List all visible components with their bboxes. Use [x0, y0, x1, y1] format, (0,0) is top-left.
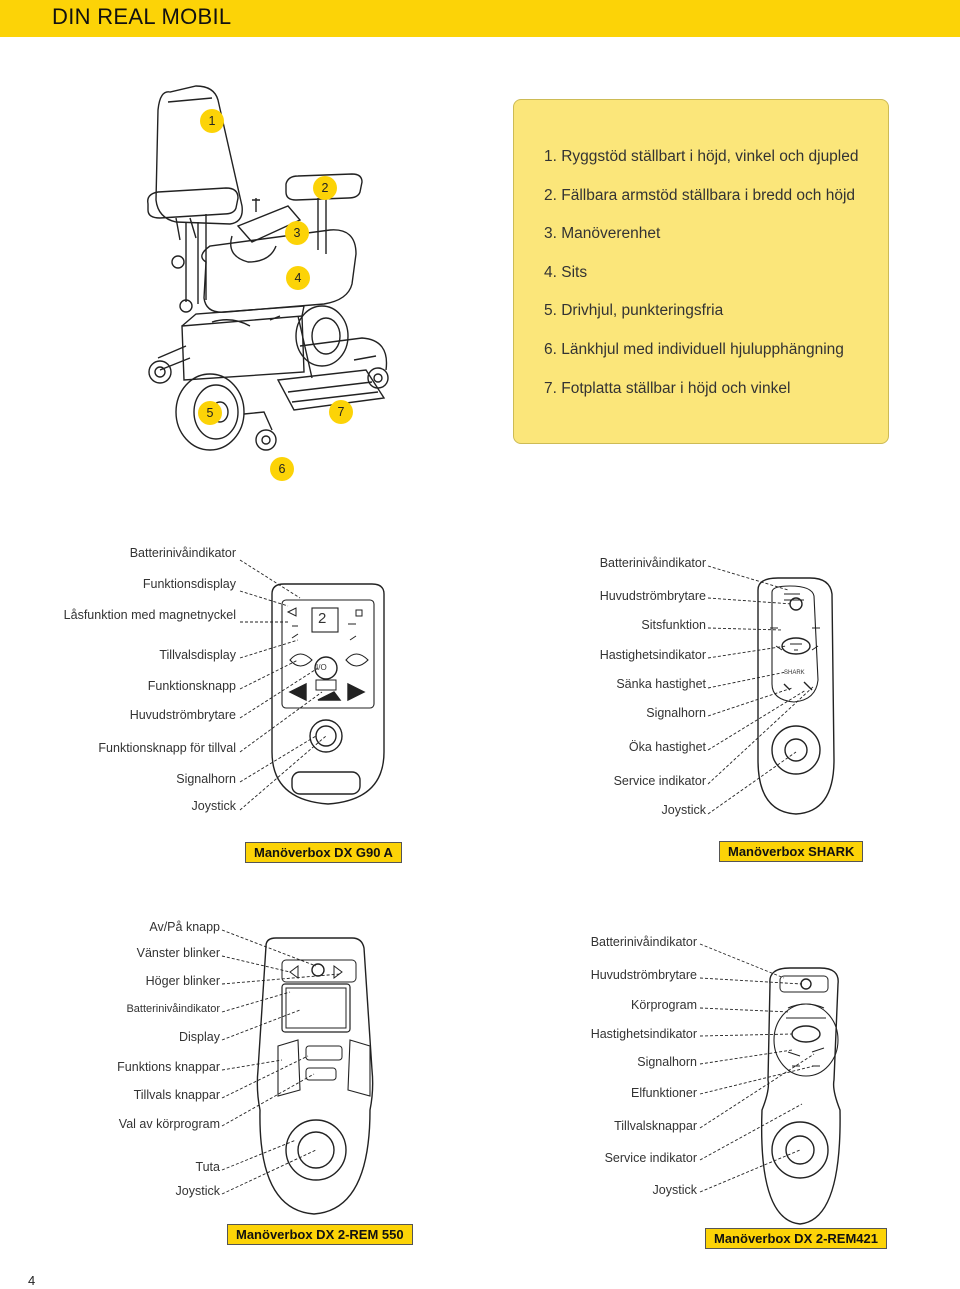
rem550-label: Val av körprogram	[118, 1117, 220, 1131]
shark-label: Signalhorn	[646, 706, 706, 720]
rem550-label: Batterinivåindikator	[126, 1003, 220, 1015]
feature-list: 1. Ryggstöd ställbart i höjd, vinkel och…	[544, 148, 859, 418]
rem550-label: Av/På knapp	[149, 920, 220, 934]
g90-label: Funktionsdisplay	[142, 577, 236, 591]
rem421-label: Elfunktioner	[630, 1086, 697, 1100]
page-number: 4	[28, 1273, 36, 1288]
feature-item: 2. Fällbara armstöd ställbara i bredd oc…	[544, 186, 856, 204]
page-header: DIN REAL MOBIL	[0, 0, 960, 37]
g90-label: Funktionsknapp	[147, 679, 236, 693]
shark-controller-illustration	[757, 577, 835, 815]
callout-3: 3	[285, 221, 309, 245]
feature-list-box: 1. Ryggstöd ställbart i höjd, vinkel och…	[513, 99, 889, 444]
callout-2: 2	[313, 176, 337, 200]
rem421-label: Hastighetsindikator	[590, 1027, 697, 1041]
wheelchair-illustration	[147, 85, 389, 451]
dx-2-rem421-controller-illustration	[760, 967, 841, 1225]
g90-model-tag: Manöverbox DX G90 A	[245, 842, 402, 863]
dx-2-rem-550-controller-illustration	[256, 937, 374, 1215]
g90-label: Huvudströmbrytare	[129, 708, 236, 722]
shark-label: Hastighetsindikator	[599, 648, 706, 662]
feature-item: 1. Ryggstöd ställbart i höjd, vinkel och…	[544, 148, 859, 165]
g90-label: Batterinivåindikator	[129, 546, 236, 560]
g90-label: Signalhorn	[176, 772, 236, 786]
feature-item: 3. Manöverenhet	[544, 225, 661, 243]
rem550-label: Tillvals knappar	[133, 1088, 220, 1102]
shark-label: Sitsfunktion	[641, 618, 706, 632]
callout-5: 5	[198, 401, 222, 425]
rem550-label: Vänster blinker	[136, 946, 220, 960]
leader-lines	[221, 559, 815, 1195]
shark-label: Sänka hastighet	[616, 677, 706, 691]
rem550-label: Funktions knappar	[117, 1060, 220, 1074]
shark-label: Huvudströmbrytare	[599, 589, 706, 603]
feature-item: 4. Sits	[544, 263, 588, 281]
g90-label: Låsfunktion med magnetnyckel	[63, 608, 236, 622]
callout-4: 4	[286, 266, 310, 290]
rem421-label: Joystick	[652, 1183, 697, 1197]
rem550-label: Höger blinker	[145, 974, 220, 988]
g90-label: Funktionsknapp för tillval	[98, 741, 236, 755]
rem421-label: Batterinivåindikator	[590, 935, 697, 949]
callout-6: 6	[270, 457, 294, 481]
rem550-model-tag: Manöverbox DX 2-REM 550	[227, 1224, 413, 1245]
feature-item: 6. Länkhjul med individuell hjulupphängn…	[544, 340, 844, 358]
shark-label: Batterinivåindikator	[599, 556, 706, 570]
g90-power-button-label: I/O	[316, 663, 327, 672]
shark-label: Service indikator	[613, 774, 706, 788]
shark-model-tag: Manöverbox SHARK	[719, 841, 864, 862]
g90-display-digit: 2	[318, 610, 327, 627]
feature-item: 7. Fotplatta ställbar i höjd och vinkel	[544, 379, 791, 397]
rem550-label: Display	[179, 1030, 220, 1044]
callout-1: 1	[200, 109, 224, 133]
page-title: DIN REAL MOBIL	[52, 4, 232, 29]
rem421-label: Körprogram	[631, 998, 697, 1012]
rem421-label: Service indikator	[604, 1151, 697, 1165]
callout-7: 7	[329, 400, 353, 424]
rem421-model-tag: Manöverbox DX 2-REM421	[705, 1228, 887, 1249]
feature-item: 5. Drivhjul, punkteringsfria	[544, 302, 724, 320]
g90-label: Tillvalsdisplay	[159, 648, 236, 662]
dx-g90-controller-illustration	[271, 583, 385, 805]
shark-brand-label: SHARK	[784, 670, 805, 676]
rem421-label: Huvudströmbrytare	[590, 968, 697, 982]
rem421-label: Signalhorn	[637, 1055, 697, 1069]
shark-label: Öka hastighet	[628, 740, 706, 754]
g90-label: Joystick	[191, 799, 236, 813]
rem421-label: Tillvalsknappar	[614, 1119, 697, 1133]
shark-label: Joystick	[661, 803, 706, 817]
rem550-label: Joystick	[175, 1184, 220, 1198]
rem550-label: Tuta	[195, 1160, 220, 1174]
